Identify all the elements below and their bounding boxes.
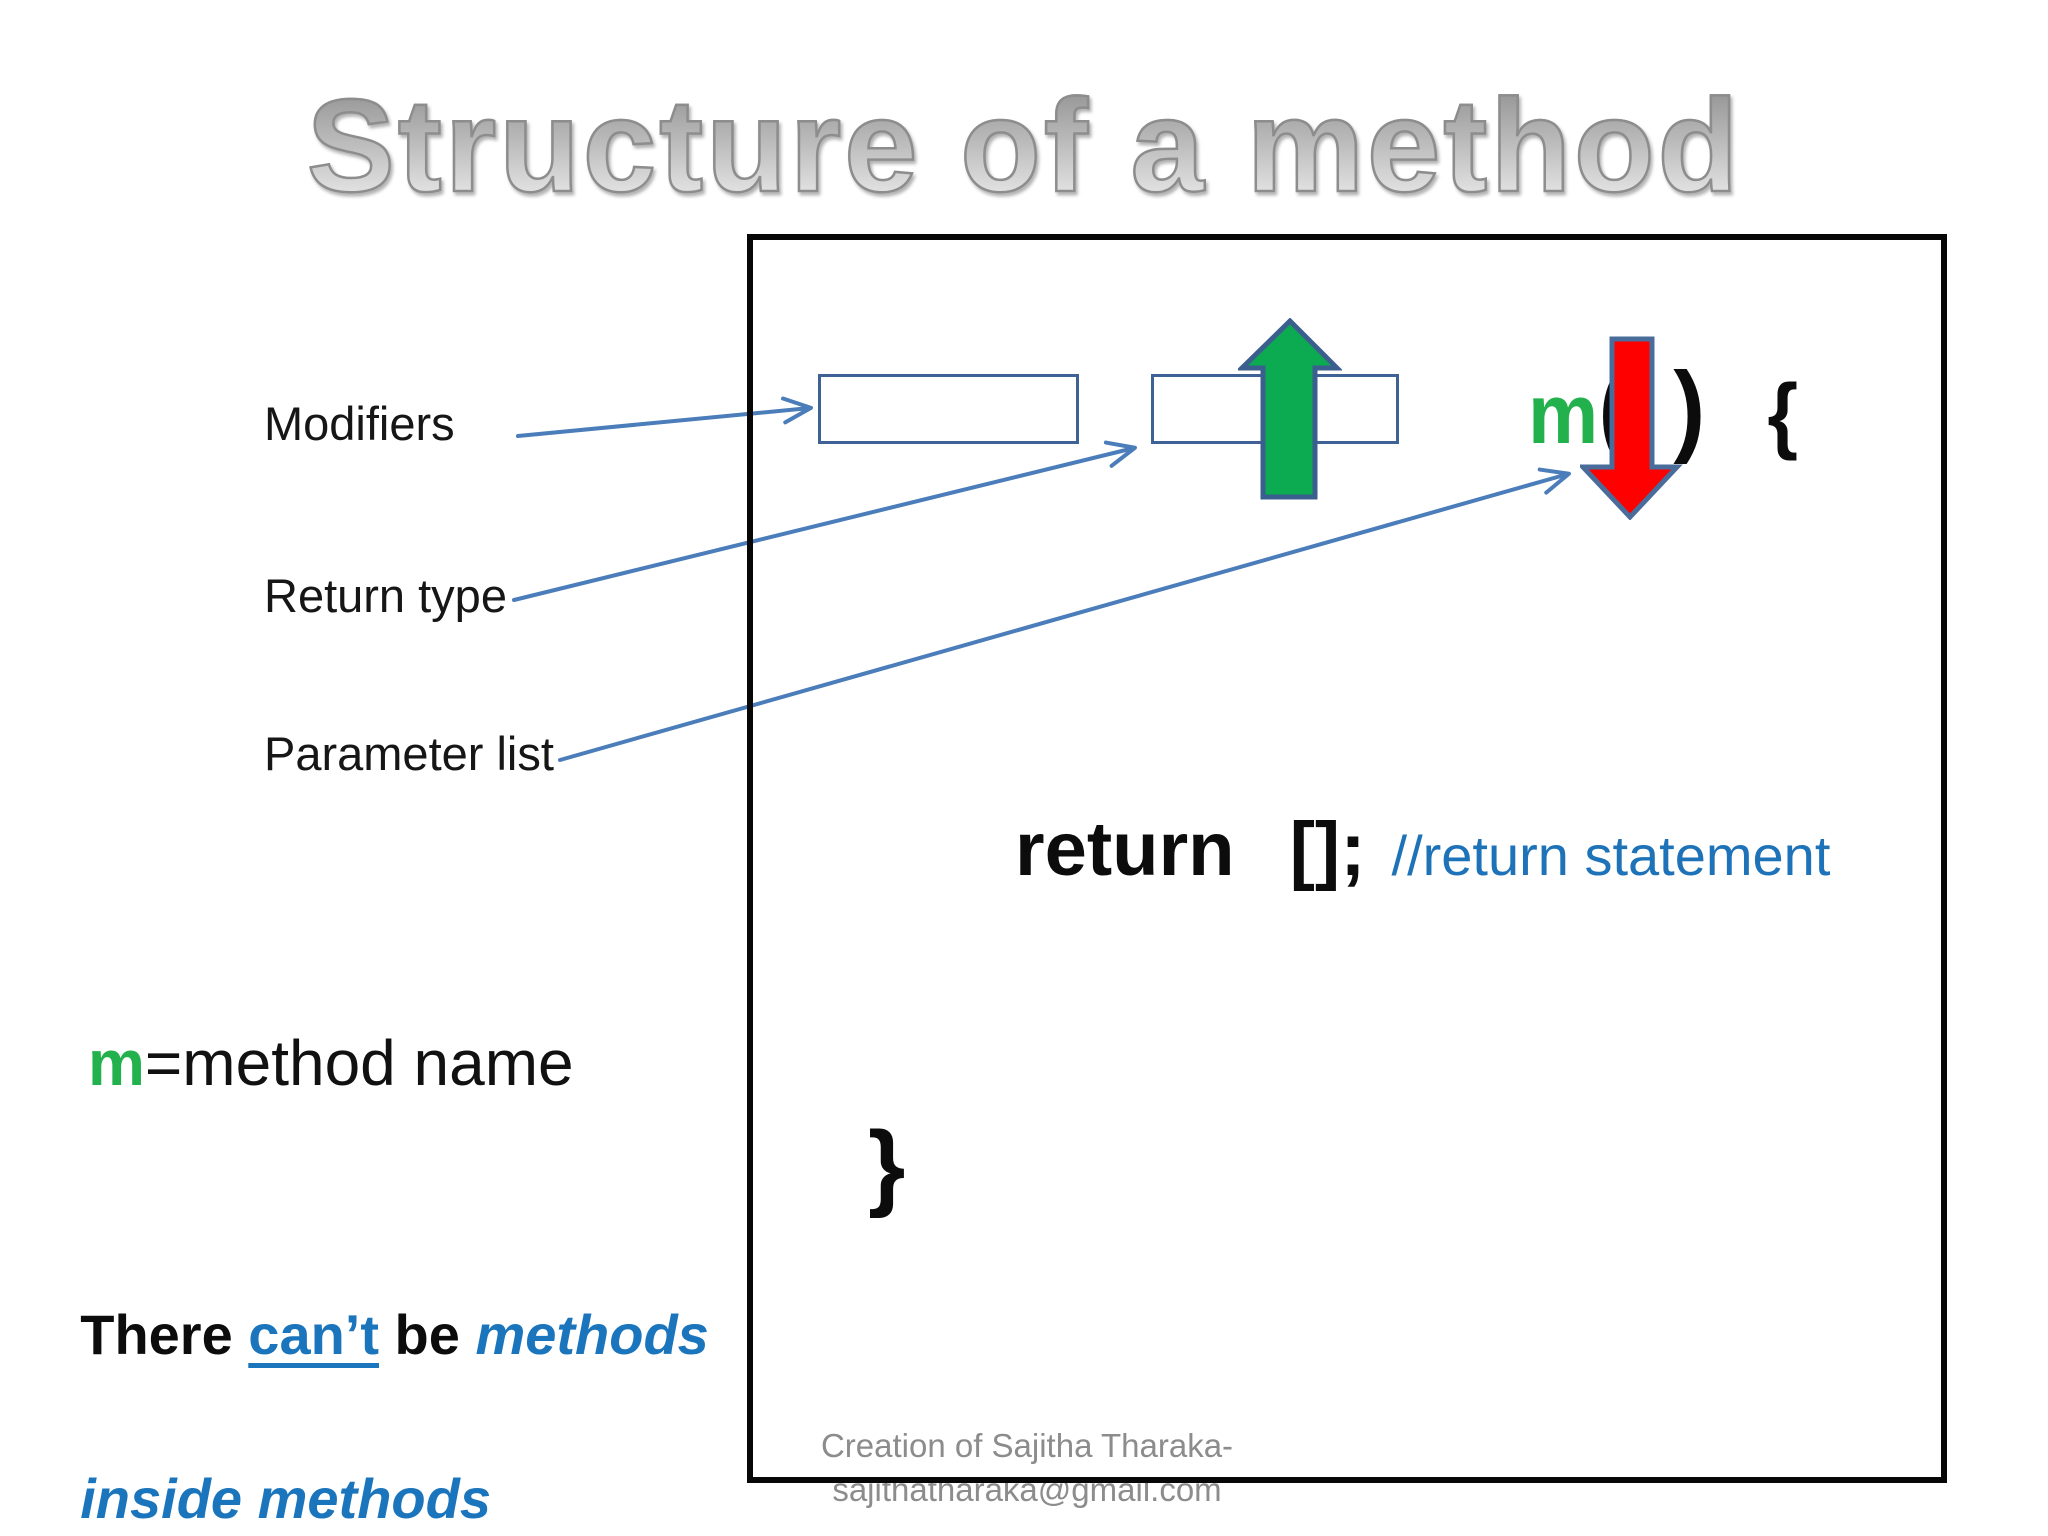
- connector-return-type-arrow: [512, 440, 1137, 602]
- return-statement-line: return[];//return statement: [1015, 812, 1830, 888]
- modifiers-slot-box: [818, 374, 1079, 444]
- note-part1: There: [80, 1303, 249, 1366]
- legend-definition: =method name: [144, 1027, 574, 1099]
- method-body-box: [747, 234, 1947, 1483]
- legend-method-name: m=method name: [88, 1028, 574, 1098]
- footer-line1: Creation of Sajitha Tharaka-: [820, 1427, 1234, 1464]
- note-cant: can’t: [248, 1303, 379, 1366]
- note-text: There can’t be methods inside methods: [18, 1212, 818, 1536]
- return-brackets: [];: [1289, 807, 1366, 892]
- label-parameter-list: Parameter list: [264, 727, 554, 780]
- open-brace: {: [1767, 367, 1799, 461]
- close-paren: ): [1673, 351, 1706, 465]
- label-modifiers: Modifiers: [264, 397, 455, 450]
- connector-modifiers-arrow: [516, 396, 813, 438]
- red-down-arrow-icon: [1580, 336, 1683, 520]
- page-title: Structure of a method: [0, 78, 2048, 213]
- return-keyword: return: [1015, 807, 1235, 892]
- note-line2: inside methods: [80, 1467, 491, 1530]
- return-comment: //return statement: [1391, 824, 1831, 887]
- connector-parameter-list-arrow: [558, 467, 1571, 762]
- green-up-arrow-icon: [1238, 318, 1342, 500]
- legend-symbol: m: [88, 1027, 145, 1099]
- note-part2: be: [379, 1303, 476, 1366]
- close-brace: }: [868, 1112, 906, 1219]
- method-name: m: [1528, 367, 1599, 461]
- label-return-type: Return type: [264, 569, 507, 622]
- note-methods: methods: [475, 1303, 709, 1366]
